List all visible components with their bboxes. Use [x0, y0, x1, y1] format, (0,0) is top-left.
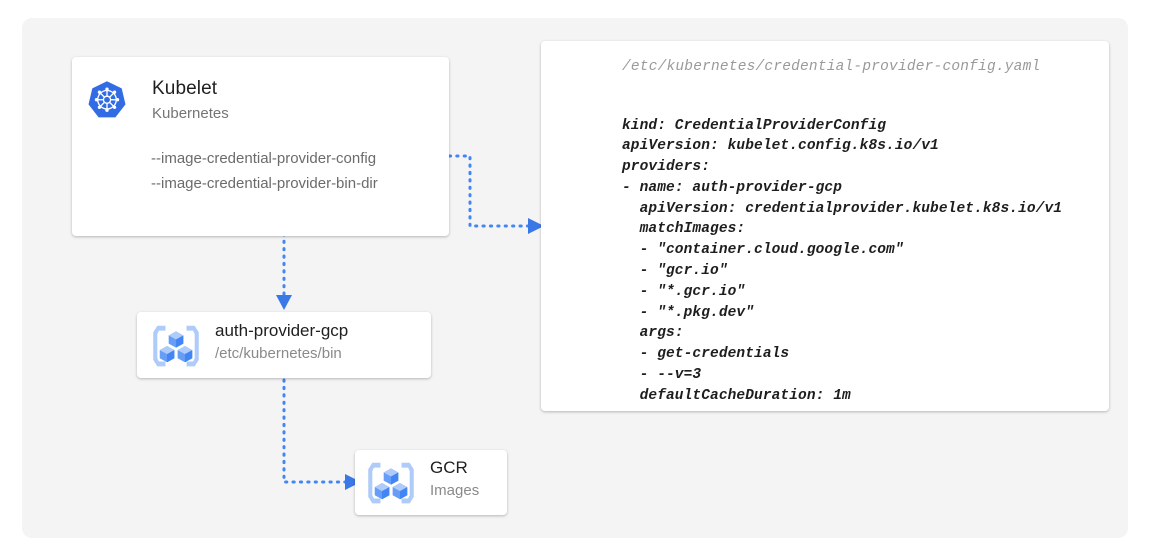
container-registry-icon [368, 462, 414, 504]
auth-provider-card[interactable] [137, 312, 431, 378]
kubelet-flag-config: --image-credential-provider-config [151, 150, 377, 167]
container-registry-icon [153, 325, 199, 367]
yaml-config-content: kind: CredentialProviderConfig apiVersio… [622, 117, 1063, 404]
kubelet-flag-bin-dir: --image-credential-provider-bin-dir [151, 175, 378, 192]
kubelet-card[interactable] [72, 57, 449, 236]
gcr-card[interactable] [355, 450, 507, 515]
auth-provider-card-subtitle: /etc/kubernetes/bin [215, 345, 342, 362]
yaml-filename-label: /etc/kubernetes/credential-provider-conf… [622, 59, 1041, 75]
gcr-card-subtitle: Images [430, 482, 480, 499]
kubelet-card-subtitle: Kubernetes [152, 105, 229, 122]
kubelet-card-title: Kubelet [152, 78, 218, 99]
yaml-config-panel[interactable] [541, 41, 1109, 411]
auth-provider-card-title: auth-provider-gcp [215, 321, 349, 340]
kubernetes-logo-icon [88, 81, 126, 118]
gcr-card-title: GCR [430, 458, 468, 477]
kubelet-flag-list: --image-credential-provider-config --ima… [151, 146, 378, 196]
